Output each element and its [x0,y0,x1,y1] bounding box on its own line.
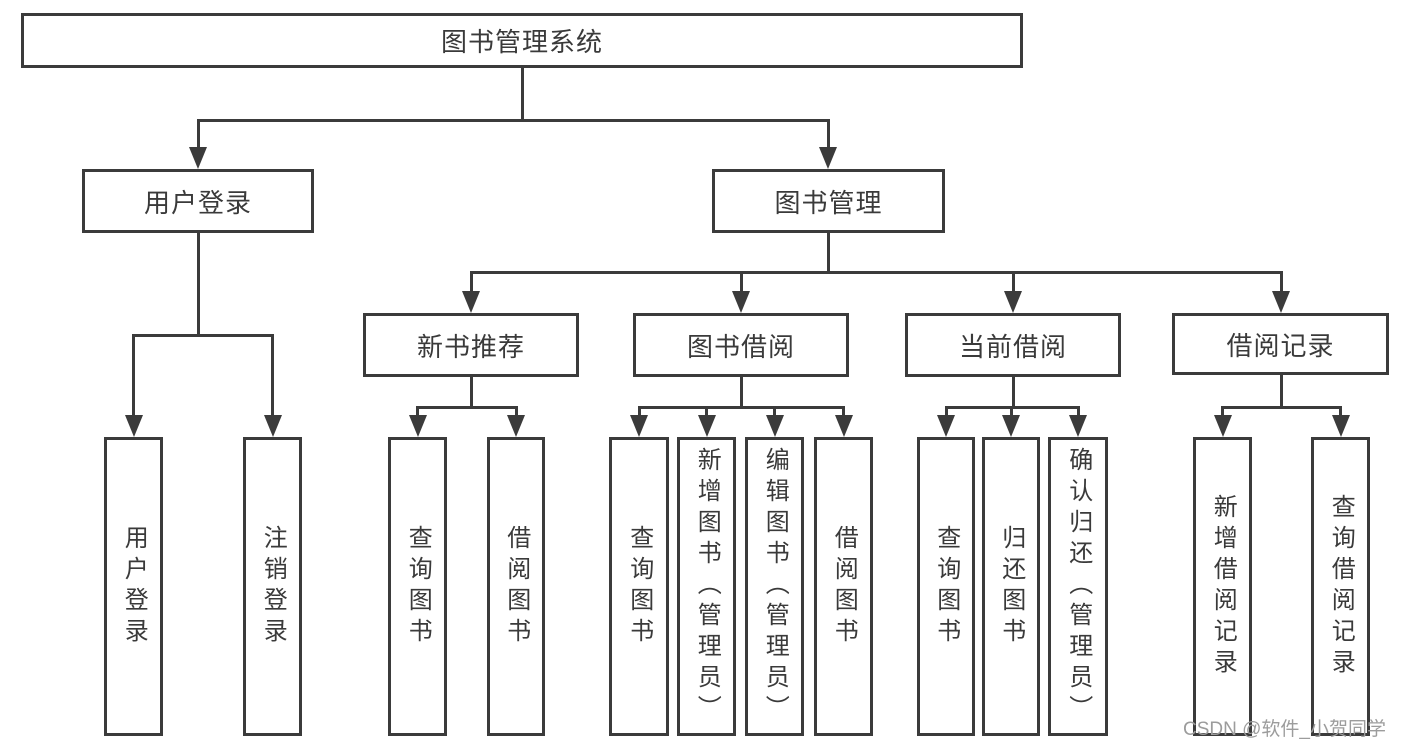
node-current-borrow: 当前借阅 [905,313,1121,377]
connector-record-branch [1221,405,1342,409]
node-current-borrow-label: 当前借阅 [958,331,1067,362]
connector-login-stem [196,233,200,336]
node-new-book-recommend: 新书推荐 [363,313,579,377]
node-root-system: 图书管理系统 [21,13,1023,68]
node-leaf-confirm-return-admin: 确认归还（管理员） [1048,437,1108,736]
arrow-to-leaf-logout [263,335,282,437]
connector-current-stem [1011,377,1015,408]
arrow-to-user-login [189,120,207,169]
node-book-borrow: 图书借阅 [633,313,849,377]
node-leaf-borrow-books: 借阅图书 [814,437,873,736]
arrow-to-new-book-recommend [462,272,480,313]
connector-recommend-stem [469,377,473,408]
arrow-to-leaf-edit-books [765,407,784,437]
node-leaf-add-books-admin: 新增图书（管理员） [677,437,736,736]
node-leaf-borrow-books-recommend-label: 借阅图书 [502,524,530,649]
node-leaf-borrow-books-label: 借阅图书 [830,524,858,649]
node-leaf-add-borrow-record: 新增借阅记录 [1193,437,1252,736]
node-leaf-user-login-label: 用户登录 [120,524,148,649]
connector-borrow-stem [739,377,743,408]
node-leaf-query-books-borrow-label: 查询图书 [625,524,653,649]
node-leaf-query-books-current: 查询图书 [917,437,975,736]
connector-management-stem [826,233,830,274]
arrow-to-leaf-borrow-books [834,407,853,437]
node-leaf-logout: 注销登录 [243,437,302,736]
node-leaf-confirm-return-admin-label: 确认归还（管理员） [1064,447,1092,726]
arrow-to-leaf-borrow-recommend [507,407,525,437]
node-leaf-return-books: 归还图书 [982,437,1040,736]
node-leaf-query-borrow-record: 查询借阅记录 [1311,437,1370,736]
node-new-book-recommend-label: 新书推荐 [416,331,525,362]
node-leaf-return-books-label: 归还图书 [997,524,1025,649]
arrow-to-leaf-query-recommend [408,407,427,437]
node-leaf-query-books-borrow: 查询图书 [609,437,669,736]
node-leaf-query-books-recommend-label: 查询图书 [404,524,432,649]
node-borrow-record-label: 借阅记录 [1226,330,1335,361]
node-book-management: 图书管理 [712,169,945,233]
connector-login-branch [132,333,274,337]
node-leaf-query-borrow-record-label: 查询借阅记录 [1327,493,1355,680]
arrow-to-leaf-return-books [1002,407,1020,437]
connector-management-branch [469,270,1283,274]
node-leaf-query-books-recommend: 查询图书 [388,437,447,736]
node-user-login: 用户登录 [82,169,314,233]
connector-root-stem [520,68,524,120]
arrow-to-current-borrow [1004,272,1022,313]
connector-root-branch [196,118,830,122]
arrow-to-leaf-user-login [124,335,143,437]
arrow-to-leaf-query-record [1331,407,1350,437]
node-leaf-user-login: 用户登录 [104,437,163,736]
node-book-management-label: 图书管理 [774,187,883,218]
node-leaf-add-borrow-record-label: 新增借阅记录 [1209,493,1237,680]
node-leaf-edit-books-admin: 编辑图书（管理员） [745,437,804,736]
arrow-to-book-borrow [732,272,750,313]
arrow-to-leaf-confirm-return [1069,407,1087,437]
arrow-to-borrow-record [1272,272,1290,313]
node-user-login-label: 用户登录 [143,187,252,218]
node-leaf-borrow-books-recommend: 借阅图书 [487,437,545,736]
connector-borrow-branch [637,405,845,409]
csdn-watermark: CSDN @软件_小贺同学 [1183,719,1386,740]
arrow-to-book-management [819,120,837,169]
arrow-to-leaf-add-record [1213,407,1232,437]
node-borrow-record: 借阅记录 [1172,313,1389,375]
arrow-to-leaf-query-borrow [630,407,648,437]
arrow-to-leaf-add-books [697,407,716,437]
connector-record-stem [1279,375,1283,408]
node-leaf-add-books-admin-label: 新增图书（管理员） [693,447,721,726]
node-book-borrow-label: 图书借阅 [686,331,795,362]
connector-recommend-branch [416,405,518,409]
node-leaf-edit-books-admin-label: 编辑图书（管理员） [761,447,789,726]
arrow-to-leaf-query-current [937,407,955,437]
node-root-label: 图书管理系统 [440,27,603,57]
node-leaf-logout-label: 注销登录 [259,524,287,649]
node-leaf-query-books-current-label: 查询图书 [932,524,960,649]
